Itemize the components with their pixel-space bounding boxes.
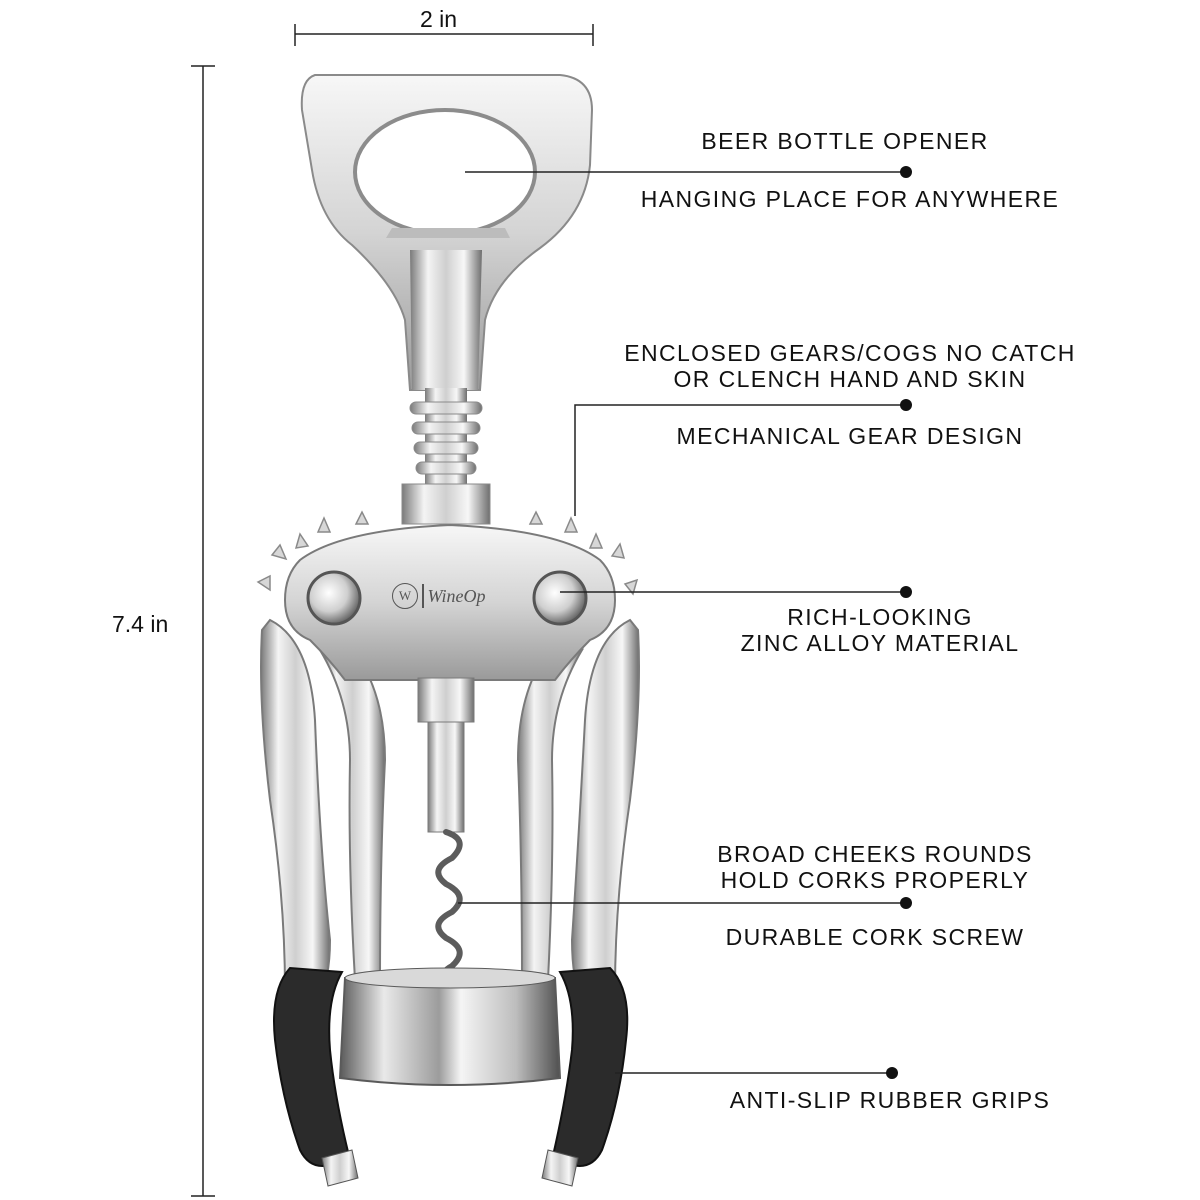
brand-name: WineOp [427, 585, 486, 606]
brand-logo-circle-icon: W [392, 583, 418, 609]
rubber-grips [273, 966, 629, 1187]
gear-housing [283, 523, 617, 681]
callout-screw-line1: BROAD CHEEKS ROUNDS [717, 841, 1033, 867]
gear-teeth [256, 510, 639, 596]
height-label: 7.4 in [112, 611, 169, 637]
brand-logo: W WineOp [392, 583, 486, 609]
leader-lines [458, 171, 906, 1074]
height-dimension [191, 65, 215, 1197]
callout-zinc-line1: RICH-LOOKING [787, 604, 973, 630]
callout-gears-line1: ENCLOSED GEARS/COGS NO CATCH [624, 340, 1076, 366]
bottle-opener-handle [300, 74, 594, 391]
corkscrew-arms [260, 618, 640, 1002]
callout-beer-opener-title: BEER BOTTLE OPENER [701, 128, 989, 154]
callout-gears-line2: OR CLENCH HAND AND SKIN [673, 366, 1027, 392]
leader-dots [886, 166, 912, 1079]
central-shaft [417, 677, 475, 833]
callout-zinc-line2: ZINC ALLOY MATERIAL [740, 630, 1020, 656]
callout-grips: ANTI-SLIP RUBBER GRIPS [729, 1087, 1051, 1113]
callout-screw-below: DURABLE CORK SCREW [725, 924, 1025, 950]
width-dimension [294, 24, 594, 46]
callout-screw-line2: HOLD CORKS PROPERLY [720, 867, 1030, 893]
callout-gears-below: MECHANICAL GEAR DESIGN [676, 423, 1024, 449]
callout-beer-opener-sub: HANGING PLACE FOR ANYWHERE [640, 186, 1060, 212]
cork-screw-spiral [435, 829, 463, 983]
width-label: 2 in [420, 6, 458, 32]
bell-cap [338, 967, 562, 1086]
stem-rings [401, 388, 491, 525]
